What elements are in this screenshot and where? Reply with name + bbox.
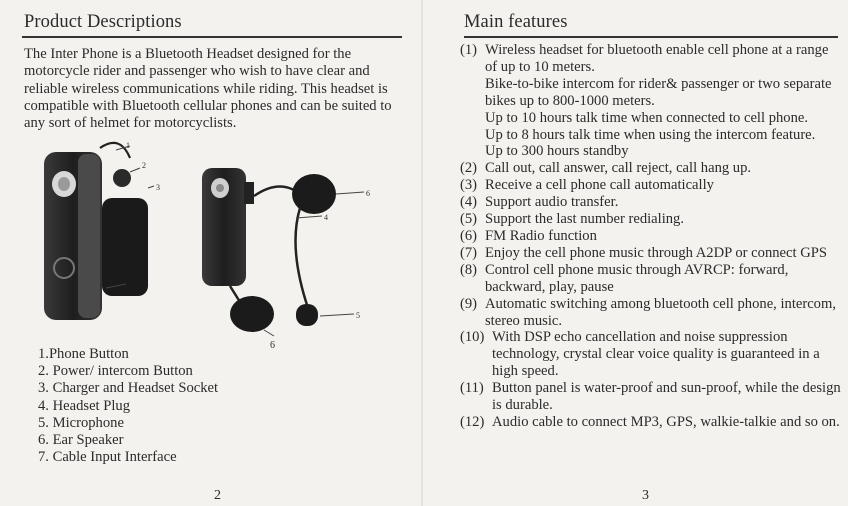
feature-number: (12) bbox=[460, 413, 485, 430]
callout-5: 5 bbox=[356, 311, 360, 320]
left-page-heading: Product Descriptions bbox=[24, 12, 182, 32]
parts-list-item: 4. Headset Plug bbox=[38, 397, 131, 414]
feature-number: (8) bbox=[460, 261, 478, 278]
feature-number: (7) bbox=[460, 244, 478, 261]
feature-number: (1) bbox=[460, 42, 478, 58]
headset-side-body bbox=[202, 168, 246, 286]
feature-item: (9) Automatic switching among bluetooth … bbox=[460, 296, 844, 330]
parts-list-item: 3. Charger and Headset Socket bbox=[38, 380, 219, 397]
feature-text: FM Radio function bbox=[485, 227, 597, 244]
feature-text: Support audio transfer. bbox=[485, 194, 619, 211]
product-description: The Inter Phone is a Bluetooth Headset d… bbox=[24, 46, 392, 132]
feature-number: (11) bbox=[460, 380, 484, 397]
feature-text: Bike-to-bike intercom for rider& passeng… bbox=[485, 75, 832, 109]
feature-text: Wireless headset for bluetooth enable ce… bbox=[485, 42, 829, 75]
feature-item: (11) Button panel is water-proof and sun… bbox=[460, 380, 844, 414]
feature-item: (4) Support audio transfer. bbox=[460, 194, 844, 211]
ear-speaker-icon bbox=[292, 174, 336, 214]
feature-item: (7) Enjoy the cell phone music through A… bbox=[460, 245, 844, 262]
page-gutter bbox=[421, 0, 423, 506]
feature-item: (5) Support the last number redialing. bbox=[460, 211, 844, 228]
callout-4: 4 bbox=[324, 213, 328, 222]
feature-number: (6) bbox=[460, 227, 478, 244]
headset-figure-svg: 1 2 3 6 4 5 bbox=[44, 141, 370, 348]
feature-text: Support the last number redialing. bbox=[485, 211, 685, 228]
feature-item: (10) With DSP echo cancellation and nois… bbox=[460, 329, 844, 380]
parts-list-item: 2. Power/ intercom Button bbox=[38, 363, 193, 380]
parts-list-item: 5. Microphone bbox=[38, 414, 124, 431]
headset-side-view: 6 4 5 6 bbox=[202, 168, 370, 348]
feature-text: Receive a cell phone call automatically bbox=[485, 177, 714, 194]
charger-socket-housing bbox=[102, 198, 148, 296]
ear-speaker-lower-icon bbox=[230, 296, 274, 332]
feature-number: (4) bbox=[460, 194, 478, 211]
feature-text: Button panel is water-proof and sun-proo… bbox=[492, 380, 841, 414]
parts-list-item: 7. Cable Input Interface bbox=[38, 449, 177, 466]
feature-text: Call out, call answer, call reject, call… bbox=[485, 160, 752, 177]
left-page-number: 2 bbox=[214, 488, 221, 503]
headset-plug-icon bbox=[113, 169, 131, 187]
right-page-number: 3 bbox=[642, 488, 649, 503]
feature-text: Control cell phone music through AVRCP: … bbox=[485, 261, 789, 295]
left-page: Product Descriptions The Inter Phone is … bbox=[0, 0, 420, 506]
callout-6-lower: 6 bbox=[270, 340, 275, 348]
feature-number: (9) bbox=[460, 295, 478, 312]
right-page-heading: Main features bbox=[464, 12, 568, 32]
feature-item: (6) FM Radio function bbox=[460, 228, 844, 245]
feature-text: Automatic switching among bluetooth cell… bbox=[485, 295, 836, 329]
feature-number: (10) bbox=[460, 329, 485, 346]
feature-text: With DSP echo cancellation and noise sup… bbox=[492, 329, 820, 380]
right-page: Main features (1) Wireless headset for b… bbox=[424, 0, 848, 506]
callout-6: 6 bbox=[366, 189, 370, 198]
feature-number: (3) bbox=[460, 177, 478, 194]
callout-2: 2 bbox=[142, 161, 146, 170]
feature-item: (2) Call out, call answer, call reject, … bbox=[460, 160, 844, 177]
parts-list-item: 1.Phone Button bbox=[38, 346, 129, 362]
feature-text: Up to 300 hours standby bbox=[485, 143, 629, 160]
callout-3: 3 bbox=[156, 183, 160, 192]
parts-list-item: 6. Ear Speaker bbox=[38, 432, 124, 449]
right-heading-rule bbox=[464, 36, 838, 38]
callout-1: 1 bbox=[126, 141, 130, 150]
feature-number: (2) bbox=[460, 160, 478, 177]
feature-item: (8) Control cell phone music through AVR… bbox=[460, 262, 844, 296]
feature-text: Up to 10 hours talk time when connected … bbox=[485, 109, 809, 126]
feature-item: (3) Receive a cell phone call automatica… bbox=[460, 177, 844, 194]
parts-list: 1.Phone Button 2. Power/ intercom Button… bbox=[38, 346, 218, 466]
feature-text: Audio cable to connect MP3, GPS, walkie-… bbox=[492, 413, 840, 430]
power-button-icon bbox=[53, 257, 75, 279]
left-heading-rule bbox=[22, 36, 402, 38]
feature-text: Up to 8 hours talk time when using the i… bbox=[485, 126, 816, 143]
headset-front-view: 1 2 3 bbox=[44, 141, 160, 320]
feature-item: (12) Audio cable to connect MP3, GPS, wa… bbox=[460, 414, 844, 431]
feature-item: (1) Wireless headset for bluetooth enabl… bbox=[460, 42, 844, 160]
features-list: (1) Wireless headset for bluetooth enabl… bbox=[460, 42, 844, 431]
feature-number: (5) bbox=[460, 211, 478, 228]
microphone-icon bbox=[296, 304, 318, 326]
headset-illustration: 1 2 3 6 4 5 bbox=[30, 138, 390, 348]
feature-text: Enjoy the cell phone music through A2DP … bbox=[485, 244, 827, 261]
